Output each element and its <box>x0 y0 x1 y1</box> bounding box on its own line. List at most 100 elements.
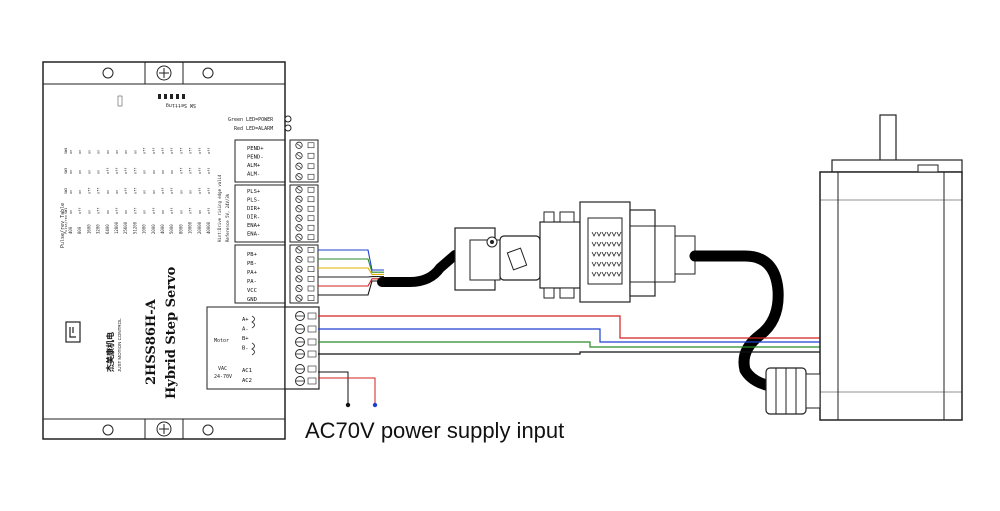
table-cell: 400 <box>68 226 73 234</box>
motor-wire <box>318 328 820 343</box>
terminal-label: PB- <box>247 261 257 267</box>
table-cell: on <box>179 190 183 194</box>
table-cell: off <box>143 148 147 154</box>
encoder-wire <box>318 278 384 287</box>
table-cell: on <box>87 170 91 174</box>
table-cell: on <box>143 190 147 194</box>
terminal-label: AC2 <box>242 378 252 384</box>
table-cell: off <box>189 148 193 154</box>
table-cell: off <box>152 148 156 154</box>
table-cell: on <box>161 170 165 174</box>
table-cell: 3200 <box>96 224 101 234</box>
terminal-label: B+ <box>242 336 249 342</box>
signal-note-1: Hint:Drive rising edge valid <box>217 174 222 242</box>
table-cell: 25600 <box>123 221 128 234</box>
table-cell: off <box>124 188 128 194</box>
model-name: 2HSS86H-A <box>144 298 159 385</box>
vac-label: VAC <box>218 366 227 372</box>
table-cell: on <box>87 150 91 154</box>
table-cell: on <box>161 210 165 214</box>
table-cell: off <box>170 188 174 194</box>
product-name: Hybrid Step Servo <box>164 266 179 399</box>
vac-range: 24-70V <box>214 374 232 380</box>
table-cell: off <box>133 168 137 174</box>
table-cell: off <box>189 168 193 174</box>
table-cell: on <box>106 150 110 154</box>
table-cell: on <box>69 210 73 214</box>
terminal-label: B- <box>242 346 249 352</box>
terminal-label: DIR- <box>247 215 260 221</box>
table-cell: on <box>87 210 91 214</box>
table-cell: 40000 <box>206 221 211 234</box>
servo-motor <box>819 114 963 421</box>
table-cell: off <box>152 208 156 214</box>
table-cell: 8000 <box>178 224 183 234</box>
terminal-label: ENA- <box>247 232 260 238</box>
alarm-terminal-labels: PEND+PEND-ALM+ALM- <box>247 146 264 178</box>
motor-terminal-labels: A+ A- B+ B- <box>242 317 249 352</box>
red-led-icon <box>284 124 292 132</box>
table-cell: on <box>152 170 156 174</box>
table-cell: on <box>106 210 110 214</box>
table-cell: off <box>207 208 211 214</box>
signal-note-2: Reference 5V, 24V/3k <box>225 193 230 242</box>
motor-wire <box>318 341 820 348</box>
table-cell: on <box>198 210 202 214</box>
terminal-label: VCC <box>247 288 257 294</box>
table-cell: 20000 <box>197 221 202 234</box>
table-cell: 10000 <box>188 221 193 234</box>
db-connector-plug <box>454 211 581 299</box>
table-cell: off <box>179 168 183 174</box>
control-terminal-box <box>234 184 286 243</box>
table-cell: 12800 <box>114 221 119 234</box>
terminal-label: PA- <box>247 279 257 285</box>
power-wire-ac2 <box>318 377 376 403</box>
table-cell: off <box>170 208 174 214</box>
table-cell: 1600 <box>86 224 91 234</box>
terminal-dot-icon <box>345 402 351 408</box>
table-header: SW2 <box>64 188 68 194</box>
red-led-label: Red LED=ALARM <box>234 126 273 132</box>
table-cell: off <box>133 208 137 214</box>
terminal-label: PEND+ <box>247 146 264 152</box>
motor-wires <box>318 315 820 355</box>
screw-icon <box>156 65 172 81</box>
mount-hole-icon <box>202 67 214 79</box>
table-cell: on <box>143 170 147 174</box>
power-input-caption: AC70V power supply input <box>305 418 565 443</box>
motor-wire <box>318 315 820 339</box>
sw-setting-label: SW Setting <box>166 102 196 108</box>
table-cell: on <box>78 190 82 194</box>
grip-pattern <box>591 231 622 277</box>
table-cell: off <box>97 188 101 194</box>
db-connector-receptacle <box>579 201 696 303</box>
table-cell: on <box>97 170 101 174</box>
power-terminal-block <box>284 306 320 390</box>
table-cell: on <box>69 150 73 154</box>
table-cell: off <box>179 148 183 154</box>
servo-driver: SW Setting 400onononon800onononoff1600on… <box>42 61 292 440</box>
table-cell: off <box>207 168 211 174</box>
terminal-label: DIR+ <box>247 206 261 212</box>
terminal-label: PEND- <box>247 155 264 161</box>
table-cell: off <box>106 168 110 174</box>
motor-wire <box>318 351 820 355</box>
pulse-rev-table: 400onononon800onononoff1600ononoffon3200… <box>64 148 211 234</box>
table-cell: off <box>124 168 128 174</box>
terminal-label: A+ <box>242 317 249 323</box>
terminal-label: PLS+ <box>247 189 261 195</box>
terminal-label: PB+ <box>247 252 258 258</box>
signal-terminal-blocks <box>289 139 319 304</box>
table-cell: off <box>97 208 101 214</box>
table-cell: off <box>207 188 211 194</box>
table-cell: off <box>78 208 82 214</box>
terminal-label: A- <box>242 327 249 333</box>
encoder-wire <box>318 280 384 296</box>
terminal-label: PA+ <box>247 270 258 276</box>
control-terminal-labels: PLS+PLS-DIR+DIR-ENA+ENA- <box>247 189 261 238</box>
mount-hole-icon <box>102 67 114 79</box>
table-cell: on <box>115 190 119 194</box>
alarm-terminal-box <box>234 139 286 183</box>
